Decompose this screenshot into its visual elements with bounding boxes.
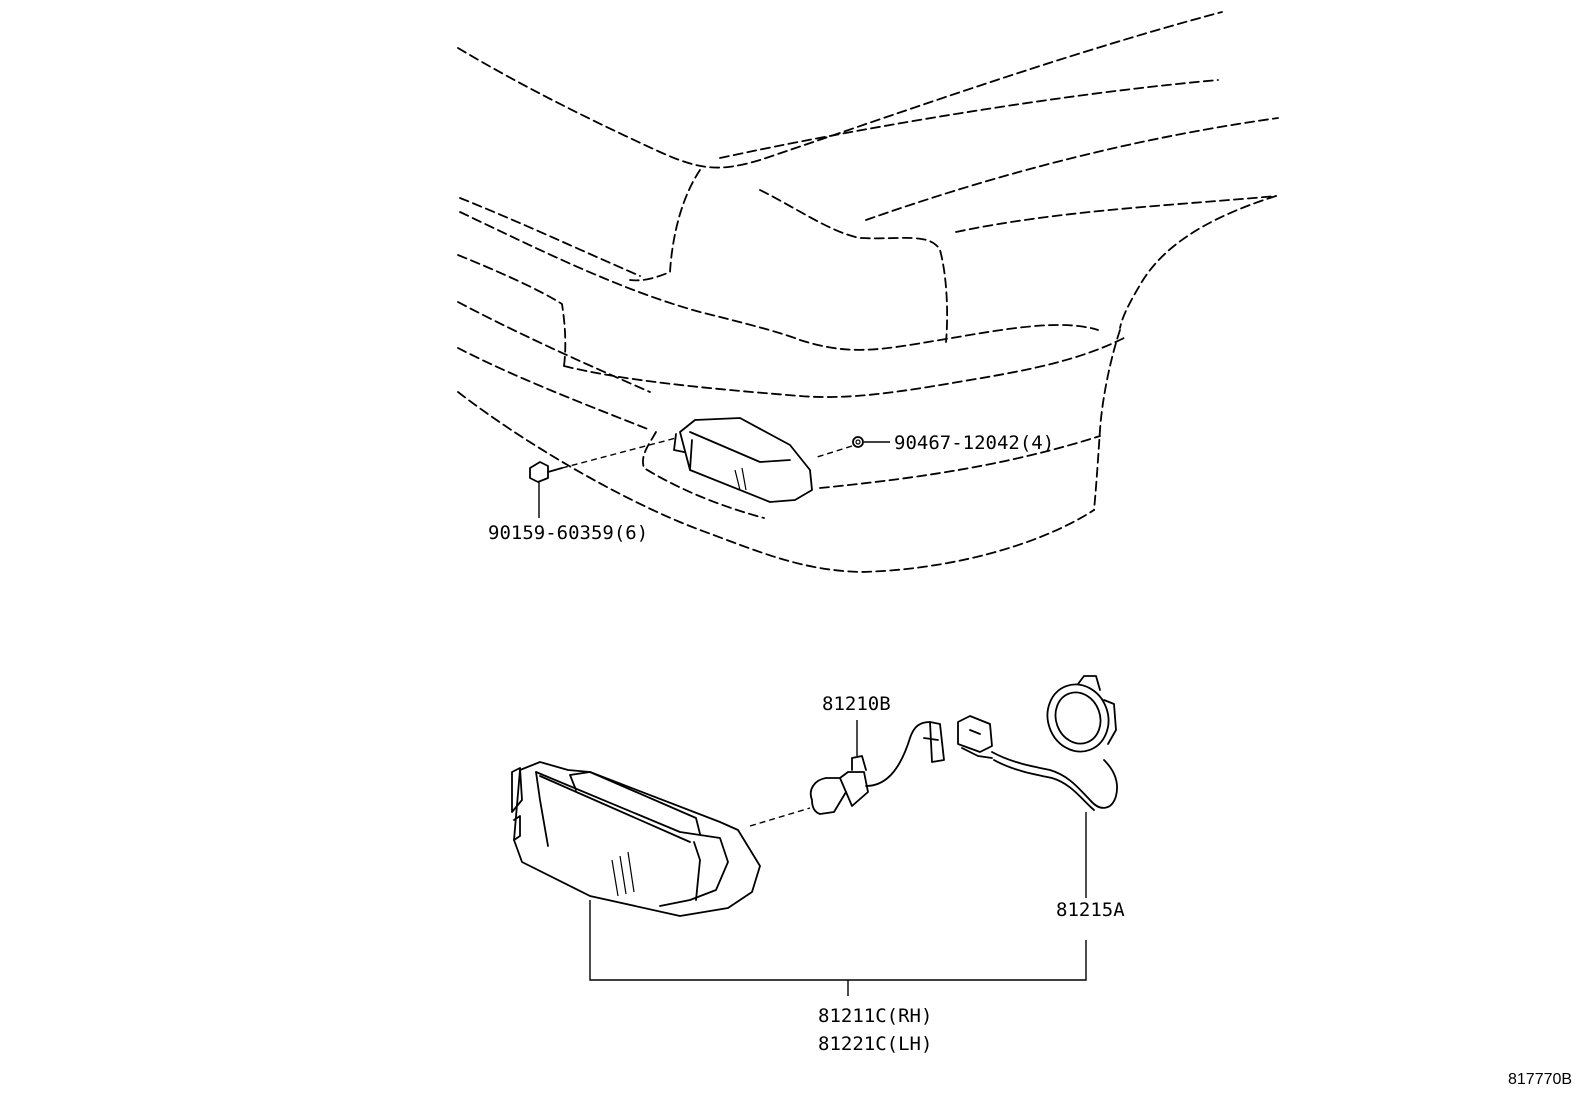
bolt-icon — [529, 437, 677, 518]
diagram-reference-number: 817770B — [1508, 1071, 1572, 1088]
lamp-lh-part-label: 81221C(LH) — [818, 1033, 932, 1055]
bolt-part-label: 90159-60359(6) — [488, 522, 648, 544]
socket-part-label: 81215A — [1056, 899, 1125, 921]
fog-lamp-installed-icon — [673, 417, 813, 503]
lamp-rh-part-label: 81211C(RH) — [818, 1005, 932, 1027]
clip-nut-icon — [813, 436, 890, 459]
assembly-bracket — [589, 900, 1087, 996]
bulb-icon — [749, 720, 945, 827]
bulb-part-label: 81210B — [822, 693, 891, 715]
fog-lamp-exploded-icon — [511, 761, 761, 917]
nut-part-label: 90467-12042(4) — [894, 432, 1054, 454]
car-body-outline-icon — [457, 11, 1279, 573]
socket-harness-icon — [957, 675, 1118, 898]
